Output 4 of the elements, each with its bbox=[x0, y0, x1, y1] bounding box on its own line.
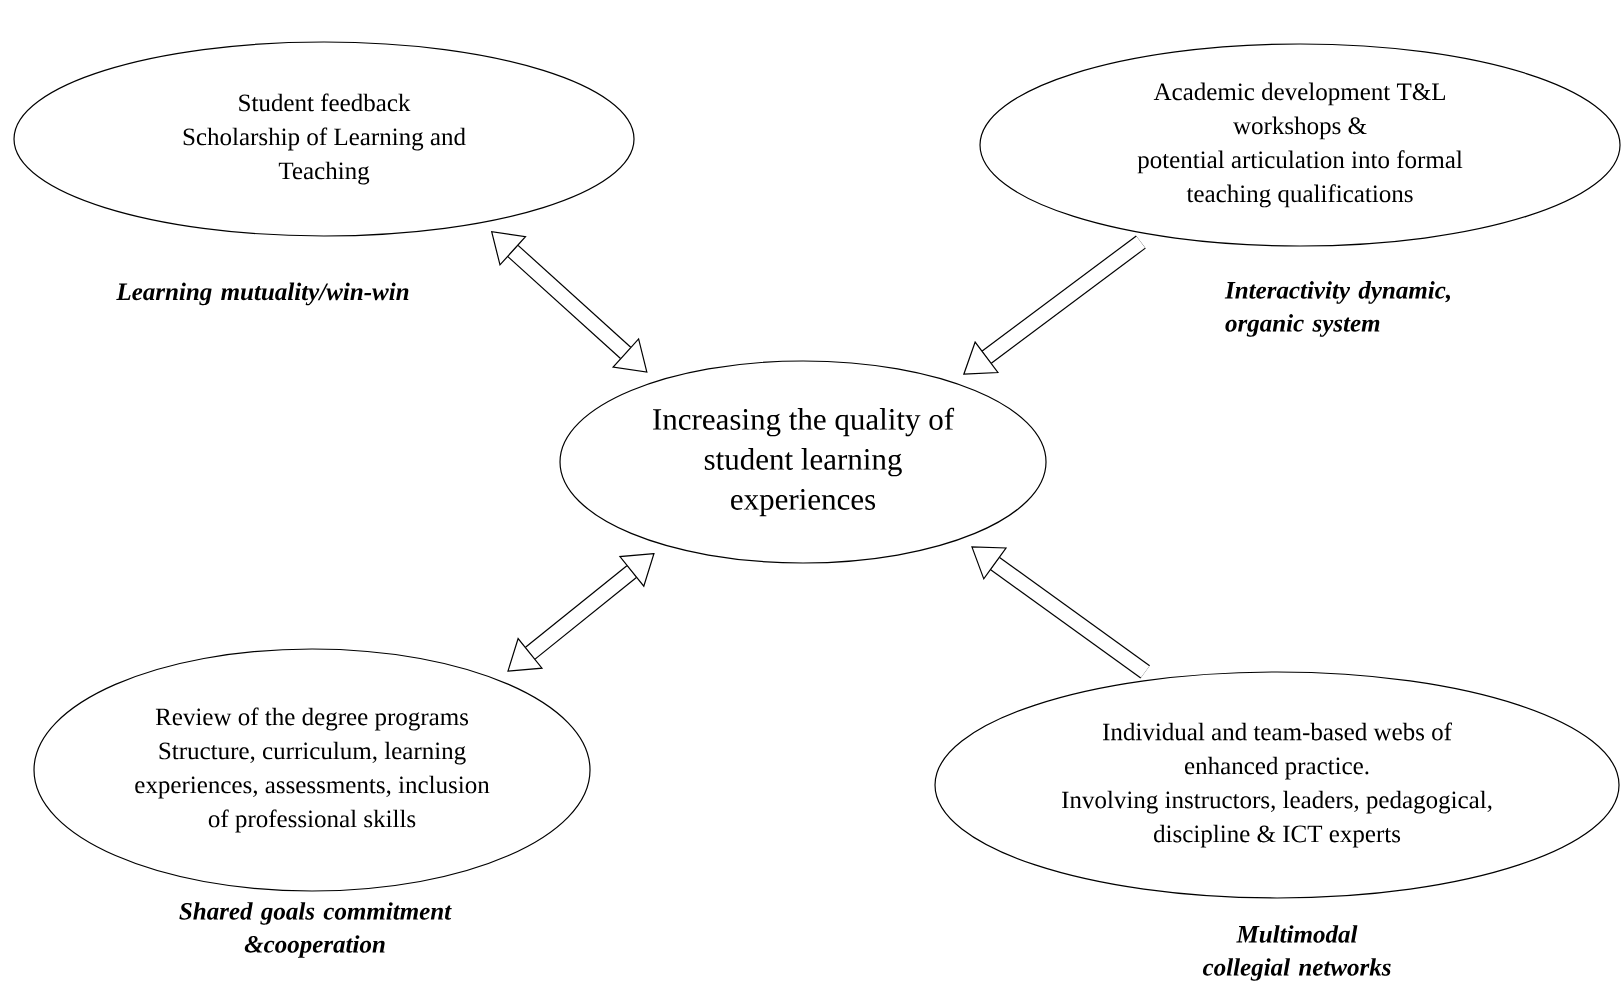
block-arrow bbox=[971, 546, 1150, 679]
label-text: Interactivity dynamic, organic system bbox=[1224, 281, 1450, 337]
label-text: Multimodal collegial networks bbox=[1202, 925, 1391, 981]
label-text: Learning mutuality/win-win bbox=[116, 282, 409, 306]
